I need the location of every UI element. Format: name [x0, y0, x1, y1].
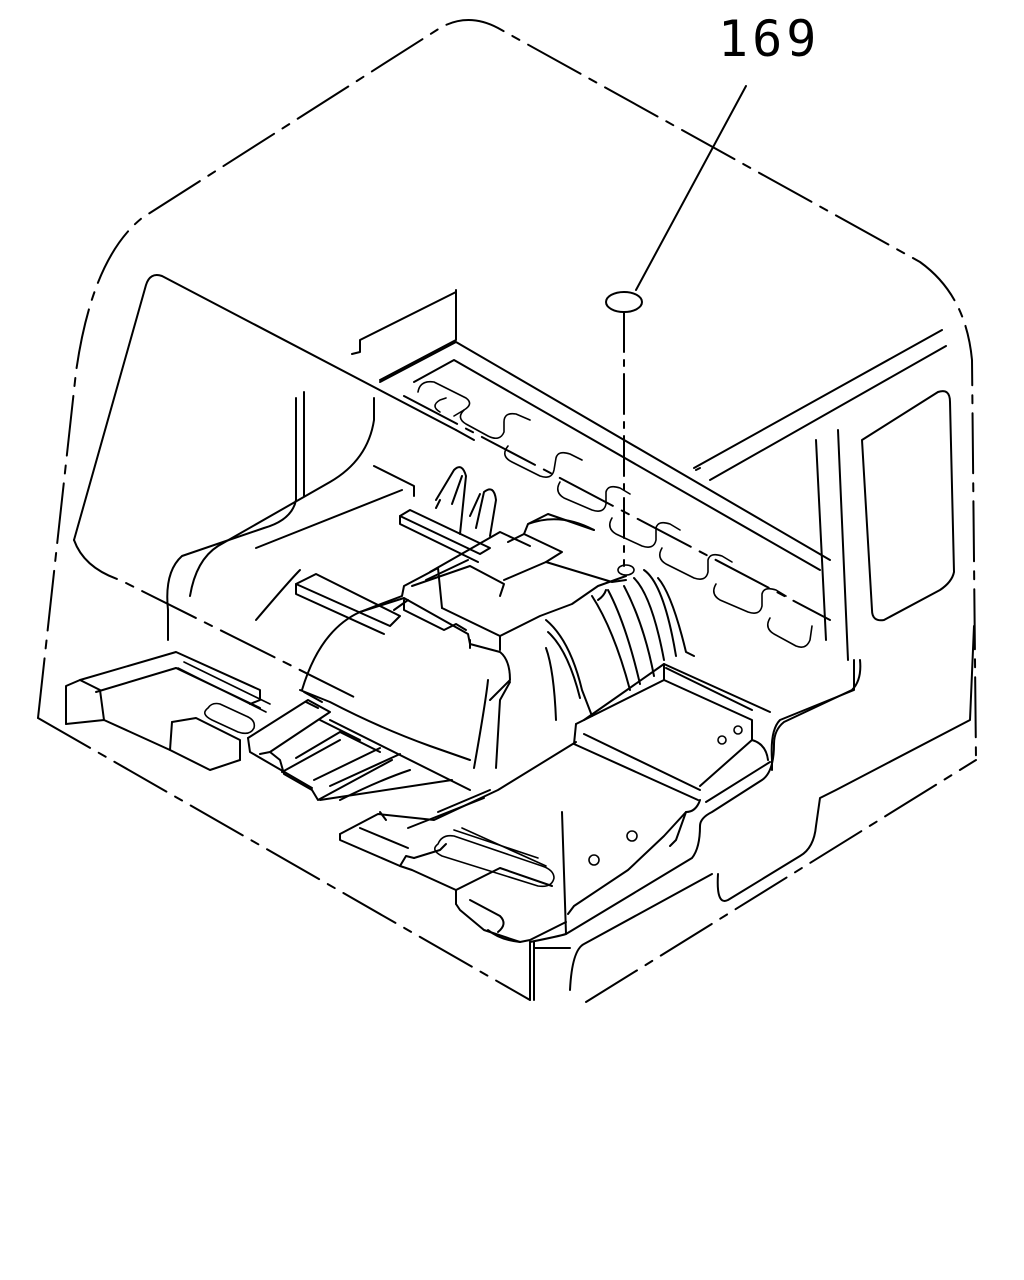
left-floor-pan [65, 651, 271, 771]
front-skirt [529, 625, 975, 1001]
cab-outline [37, 19, 977, 1003]
part-number-callout: 169 [718, 10, 821, 68]
pillar-lines [351, 289, 947, 771]
mounting-hole [617, 564, 635, 576]
rear-floor-rail [379, 341, 831, 648]
rear-ribs [435, 466, 497, 537]
right-front-floor [561, 663, 771, 935]
right-floor-section [499, 518, 695, 721]
callout-leader-line [635, 85, 747, 291]
part-169-plug [605, 85, 747, 576]
front-center-floor [247, 699, 471, 801]
side-window [861, 390, 955, 622]
front-lower-floor-pan [339, 741, 577, 943]
transmission-tunnel [299, 567, 511, 769]
grommet-plug-icon [605, 291, 643, 313]
cross-members [295, 509, 627, 635]
rear-window [73, 274, 475, 701]
left-side-panel [166, 391, 415, 641]
